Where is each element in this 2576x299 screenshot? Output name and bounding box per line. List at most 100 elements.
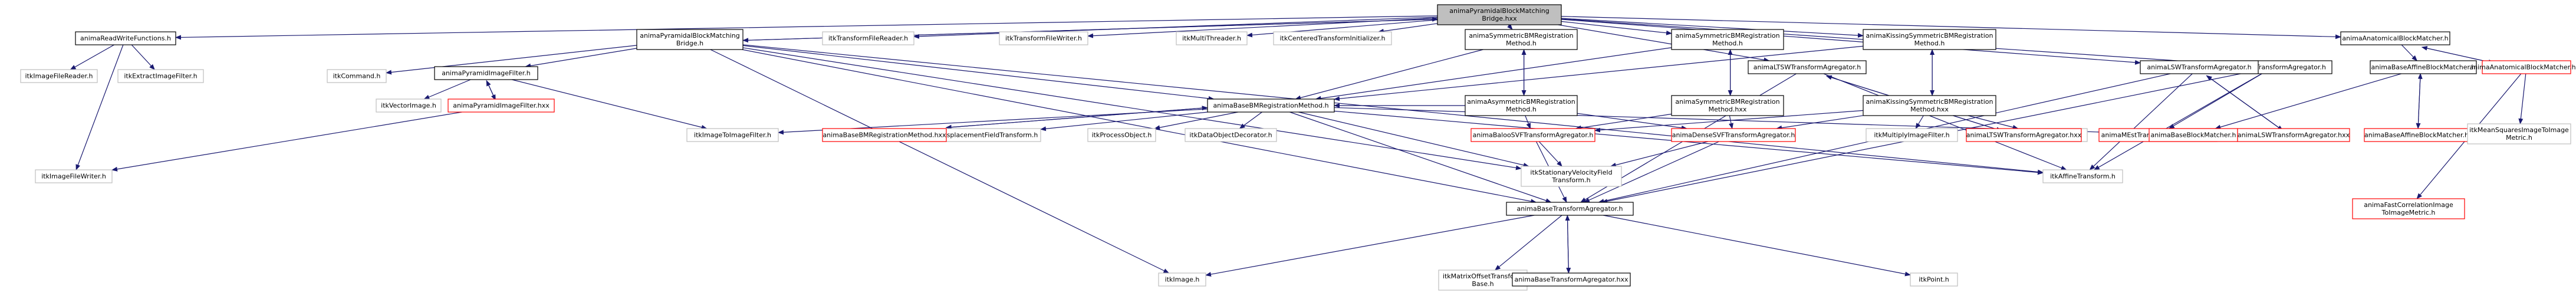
node-vi: itkVectorImage.h xyxy=(376,98,442,113)
node-abm[interactable]: animaAnatomicalBlockMatcher.h xyxy=(2340,31,2450,45)
edge-pbmb-to-bta xyxy=(742,49,1537,204)
node-bbmrmh[interactable]: animaBaseBMRegistrationMethod.hxx xyxy=(822,128,947,142)
node-label-mt: itkMultiThreader.h xyxy=(1182,35,1241,42)
edge-pifh-to-ifw xyxy=(111,111,462,172)
edge-lsw-to-at xyxy=(2089,73,2193,170)
node-box-ltswh xyxy=(1966,128,2082,142)
node-bbm[interactable]: animaBaseBlockMatcher.h xyxy=(2149,128,2238,142)
node-po: itkProcessObject.h xyxy=(1087,128,1156,142)
node-btah[interactable]: animaBaseTransformAgregator.hxx xyxy=(1512,272,1631,287)
node-pif[interactable]: animaPyramidImageFilter.h xyxy=(434,66,538,80)
node-label-rw: animaReadWriteFunctions.h xyxy=(80,35,171,42)
node-box-dod xyxy=(1185,128,1277,142)
node-label-sbmrm2: animaSymmetricBMRegistration xyxy=(1675,32,1779,40)
node-dft: rpiDisplacementFieldTransform.h xyxy=(928,128,1041,142)
node-label-pbmb: animaPyramidalBlockMatching xyxy=(640,32,740,40)
node-ltsw[interactable]: animaLTSWTransformAgregator.h xyxy=(1748,60,1867,74)
node-label-sbmrm2: Method.h xyxy=(1712,40,1743,47)
node-label-dsvf: animaDenseSVFTransformAgregator.h xyxy=(1672,132,1795,139)
node-ltswh[interactable]: animaLTSWTransformAgregator.hxx xyxy=(1966,128,2082,142)
node-label-sbmrm: Method.h xyxy=(1506,40,1537,47)
node-label-babmh: animaBaseAffineBlockMatcher.hxx xyxy=(2364,132,2476,139)
edge-pbmb-to-at xyxy=(742,44,2044,175)
node-box-eif xyxy=(117,69,204,83)
node-box-root xyxy=(1437,4,1562,25)
node-label-itif: itkImageToImageFilter.h xyxy=(694,132,771,139)
edge-ksbmh-to-mif xyxy=(1915,115,1924,129)
node-abmh[interactable]: animaAnatomicalBlockMatcher.hxx xyxy=(2469,60,2576,74)
node-label-ksbmrm: animaKissingSymmetricBMRegistration xyxy=(1866,32,1993,40)
node-label-bsvf: animaBalooSVFTransformAgregator.h xyxy=(1473,132,1594,139)
node-rw[interactable]: animaReadWriteFunctions.h xyxy=(75,31,176,45)
edge-pbmb-to-bbmrm xyxy=(742,45,1215,101)
node-babmh[interactable]: animaBaseAffineBlockMatcher.hxx xyxy=(2364,128,2477,142)
node-pifh[interactable]: animaPyramidImageFilter.hxx xyxy=(448,98,555,113)
node-label-root: Bridge.hxx xyxy=(1482,15,1517,22)
node-label-pt: itkPoint.h xyxy=(1919,276,1949,284)
node-label-bbmrmh: animaBaseBMRegistrationMethod.hxx xyxy=(823,132,946,139)
node-box-pt xyxy=(1910,272,1958,287)
node-box-itif xyxy=(686,128,779,142)
edge-ltsw-to-at xyxy=(1823,73,2067,170)
node-label-ksbmrm: Method.h xyxy=(1914,40,1945,47)
node-box-mt xyxy=(1176,31,1248,45)
node-label-lsw: animaLSWTransformAgregator.h xyxy=(2147,64,2251,71)
node-label-cmd: itkCommand.h xyxy=(333,73,381,80)
node-label-mif: itkMultiplyImageFilter.h xyxy=(1874,132,1949,139)
node-label-bbm: animaBaseBlockMatcher.h xyxy=(2150,132,2236,139)
node-bsvf[interactable]: animaBalooSVFTransformAgregator.h xyxy=(1470,128,1595,142)
node-box-bbmrmh xyxy=(822,128,947,142)
node-ksbmrm[interactable]: animaKissingSymmetricBMRegistrationMetho… xyxy=(1863,29,1996,50)
node-lsw[interactable]: animaLSWTransformAgregator.h xyxy=(2140,60,2259,74)
node-lswh[interactable]: animaLSWTransformAgregator.hxx xyxy=(2237,128,2350,142)
edge-root-to-lsw xyxy=(1561,19,2141,65)
node-box-sbmrm2 xyxy=(1671,29,1784,50)
node-box-mif xyxy=(1866,128,1958,142)
node-box-btah xyxy=(1512,272,1631,287)
edge-bta-to-img xyxy=(1205,215,1535,277)
node-bta[interactable]: animaBaseTransformAgregator.h xyxy=(1506,202,1634,216)
edge-rw-to-ifr xyxy=(70,44,114,70)
node-box-lswh xyxy=(2237,128,2350,142)
node-label-abmh: animaAnatomicalBlockMatcher.hxx xyxy=(2469,64,2576,71)
node-label-motb: Base.h xyxy=(1472,280,1493,288)
node-ifr: itkImageFileReader.h xyxy=(20,69,98,83)
node-babm[interactable]: animaBaseAffineBlockMatcher.h xyxy=(2370,60,2477,74)
node-ksbmh[interactable]: animaKissingSymmetricBMRegistrationMetho… xyxy=(1863,95,1996,116)
node-box-pbmb xyxy=(636,29,743,50)
node-label-ksbmh: Method.hxx xyxy=(1910,106,1949,113)
node-tfw: itkTransformFileWriter.h xyxy=(999,31,1088,45)
edge-root-to-sbmrm xyxy=(1507,24,1513,30)
node-box-abm xyxy=(2340,31,2450,45)
edge-pbmb-to-pif xyxy=(525,48,637,68)
node-label-fcm: animaFastCorrelationImage xyxy=(2364,201,2453,209)
edge-babm-to-bbm xyxy=(2215,73,2401,130)
node-label-cti: itkCenteredTransformInitializer.h xyxy=(1279,35,1385,42)
node-box-img xyxy=(1158,272,1206,287)
edge-bbmrm-to-svft xyxy=(1298,111,1529,167)
node-tfr: itkTransformFileReader.h xyxy=(822,31,914,45)
node-box-ifr xyxy=(20,69,98,83)
node-box-pif xyxy=(434,66,538,80)
node-eif: itkExtractImageFilter.h xyxy=(117,69,204,83)
node-box-dsvf xyxy=(1671,128,1796,142)
node-at: itkAffineTransform.h xyxy=(2042,169,2123,183)
node-bbmrm[interactable]: animaBaseBMRegistrationMethod.h xyxy=(1207,98,1335,113)
edge-pif-to-itif xyxy=(512,79,708,130)
node-label-motb: itkMatrixOffsetTransform xyxy=(1443,272,1523,280)
node-label-pif: animaPyramidImageFilter.h xyxy=(442,70,531,77)
node-dsvf[interactable]: animaDenseSVFTransformAgregator.h xyxy=(1671,128,1796,142)
edge-root-to-ksbmrm xyxy=(1561,18,1864,38)
node-box-babm xyxy=(2370,60,2477,74)
node-mif: itkMultiplyImageFilter.h xyxy=(1866,128,1958,142)
